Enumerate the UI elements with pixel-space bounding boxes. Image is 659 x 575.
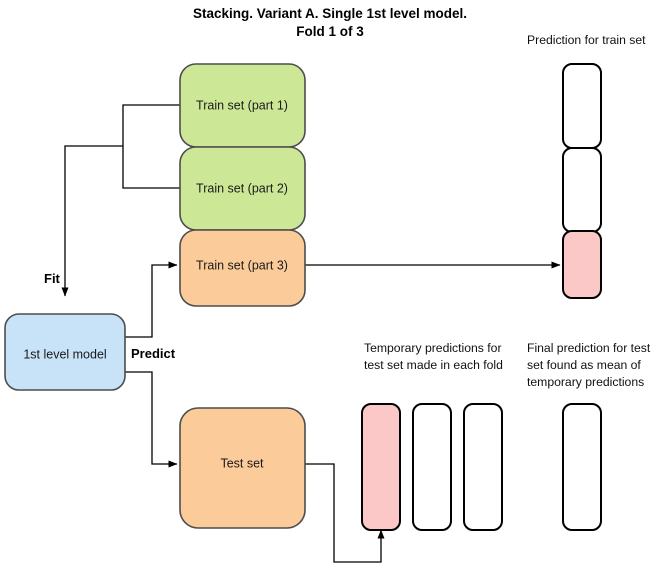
test-set-shape — [179, 407, 306, 529]
connector-fit-stem — [61, 145, 123, 297]
caption-final-prediction-line3: temporary predictions — [527, 375, 644, 389]
diagram-title-line1: Stacking. Variant A. Single 1st level mo… — [193, 6, 467, 21]
train-part3-label: Train set (part 3) — [196, 258, 288, 272]
test-set-label: Test set — [220, 456, 264, 470]
train-part3-shape — [179, 229, 306, 307]
train-part2-label: Train set (part 2) — [196, 181, 288, 195]
train-part1-label: Train set (part 1) — [196, 98, 288, 112]
connector-fit-bracket — [122, 104, 180, 189]
edge-label-predict: Predict — [131, 346, 176, 361]
node-first-level-model[interactable]: 1st level model — [4, 313, 126, 391]
node-train-set-part1[interactable]: Train set (part 1) — [179, 63, 306, 148]
temp-prediction-cell-fold1[interactable] — [361, 403, 401, 531]
model-label: 1st level model — [23, 347, 106, 361]
connector-test-set-to-temp-prediction — [305, 463, 385, 563]
connector-predict-to-test-set — [124, 371, 178, 468]
final-prediction-cell[interactable] — [562, 403, 602, 531]
train-prediction-cell-fold3[interactable] — [562, 230, 602, 299]
model-shape — [4, 313, 126, 391]
caption-temp-predictions-line1: Temporary predictions for — [364, 341, 502, 355]
temp-prediction-cell-fold3[interactable] — [463, 403, 503, 531]
node-train-set-part3[interactable]: Train set (part 3) — [179, 229, 306, 307]
edge-label-fit: Fit — [44, 271, 61, 286]
node-test-set[interactable]: Test set — [179, 407, 306, 529]
caption-temp-predictions-line2: test set made in each fold — [364, 358, 503, 372]
train-prediction-cell-fold1[interactable] — [562, 63, 602, 149]
caption-final-prediction-line2: set found as mean of — [527, 358, 641, 372]
connector-predict-to-train-part3 — [124, 261, 178, 338]
temp-prediction-cell-fold2[interactable] — [412, 403, 452, 531]
caption-final-prediction-line1: Final prediction for test — [527, 341, 651, 355]
diagram-title-line2: Fold 1 of 3 — [296, 24, 364, 39]
caption-train-prediction: Prediction for train set — [527, 33, 646, 47]
node-train-set-part2[interactable]: Train set (part 2) — [179, 146, 306, 231]
train-prediction-cell-fold2[interactable] — [562, 147, 602, 233]
